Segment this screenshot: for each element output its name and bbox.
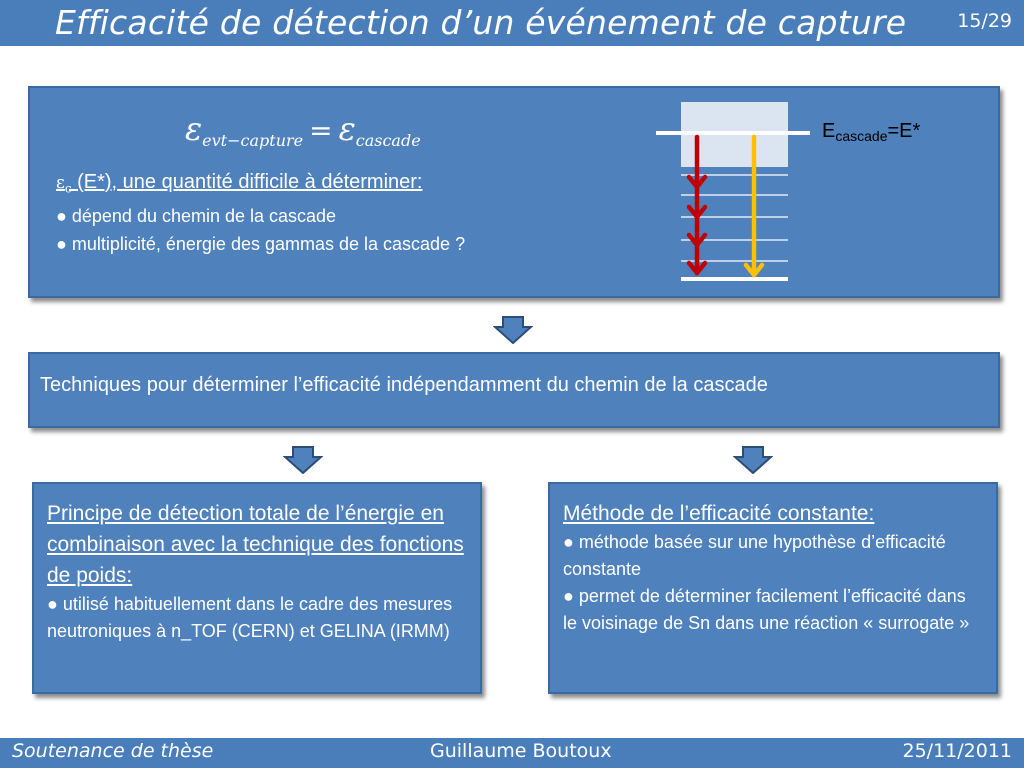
- epsilon-c-symbol: εc: [56, 173, 72, 196]
- constant-efficiency-heading: Méthode de l’efficacité constante:: [563, 502, 875, 525]
- efficiency-equation: εevt−capture=εcascade: [185, 110, 421, 150]
- equation-lhs-subscript: evt−capture: [202, 131, 304, 150]
- epsilon-char: ε: [56, 173, 65, 193]
- total-energy-bullet-1: ● utilisé habituellement dans le cadre d…: [47, 594, 453, 641]
- total-energy-text: Principe de détection totale de l’énergi…: [47, 498, 467, 645]
- e-label-rest: =E*: [887, 120, 921, 142]
- equation-rhs-subscript: cascade: [355, 131, 421, 150]
- intro-bullet-1: ● dépend du chemin de la cascade: [56, 206, 337, 227]
- total-energy-heading: Principe de détection totale de l’énergi…: [47, 502, 464, 587]
- footer-author: Guillaume Boutoux: [430, 740, 612, 762]
- e-label-subscript: cascade: [835, 128, 888, 144]
- constant-efficiency-box: Méthode de l’efficacité constante: ● mét…: [548, 482, 998, 694]
- red-cascade-arrows: [686, 134, 708, 276]
- epsilon-subscript: c: [64, 181, 72, 196]
- slide-title: Efficacité de détection d’un événement d…: [55, 3, 907, 42]
- intro-heading-text: (E*), une quantité difficile à détermine…: [71, 171, 423, 193]
- constant-efficiency-bullet-1: ● méthode basée sur une hypothèse d’effi…: [563, 532, 946, 579]
- yellow-direct-arrow: [743, 134, 765, 278]
- e-label: E: [822, 120, 836, 142]
- cascade-level-diagram: [656, 102, 810, 281]
- title-bar: Efficacité de détection d’un événement d…: [0, 0, 1024, 46]
- constant-efficiency-text: Méthode de l’efficacité constante: ● mét…: [563, 498, 983, 637]
- cascade-efficiency-box: εevt−capture=εcascade εc (E*), une quant…: [28, 86, 1000, 298]
- intro-bullet-2: ● multiplicité, énergie des gammas de la…: [56, 234, 466, 255]
- page-number: 15/29: [957, 10, 1012, 32]
- footer-bar: Soutenance de thèse Guillaume Boutoux 25…: [0, 738, 1024, 768]
- down-arrow-icon: [283, 446, 323, 474]
- intro-text: εc (E*), une quantité difficile à déterm…: [56, 168, 646, 258]
- footer-date: 25/11/2011: [902, 740, 1012, 762]
- equals-sign: =: [309, 114, 333, 147]
- e-cascade-label: Ecascade=E*: [822, 120, 920, 144]
- epsilon-symbol: ε: [185, 110, 203, 148]
- down-arrow-icon: [493, 316, 533, 344]
- intro-heading: εc (E*), une quantité difficile à déterm…: [56, 168, 646, 202]
- total-energy-detection-box: Principe de détection totale de l’énergi…: [32, 482, 482, 694]
- epsilon-symbol: ε: [338, 110, 356, 148]
- techniques-box: Techniques pour déterminer l’efficacité …: [28, 352, 1000, 428]
- down-arrow-icon: [733, 446, 773, 474]
- footer-event: Soutenance de thèse: [12, 740, 214, 762]
- techniques-text: Techniques pour déterminer l’efficacité …: [40, 374, 768, 396]
- constant-efficiency-bullet-2: ● permet de déterminer facilement l’effi…: [563, 586, 970, 633]
